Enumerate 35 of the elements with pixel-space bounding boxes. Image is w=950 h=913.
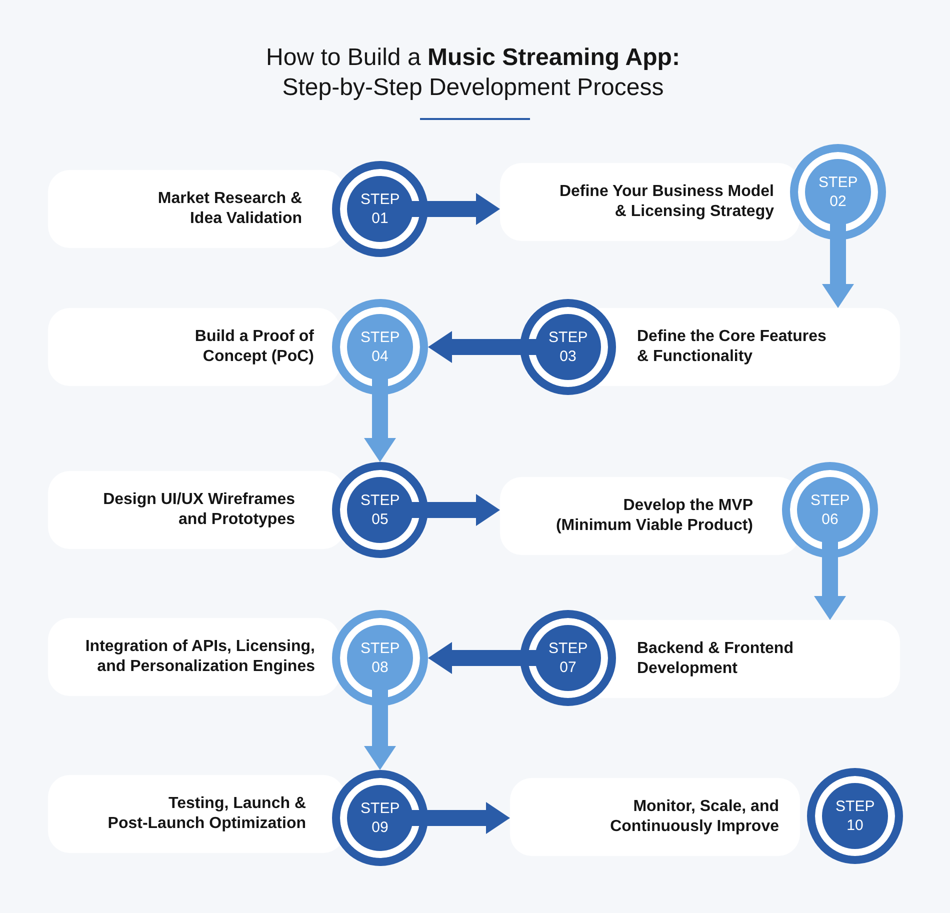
flow-arrow bbox=[822, 240, 854, 308]
flow-arrow bbox=[428, 331, 520, 363]
step-card bbox=[510, 778, 800, 856]
step-number: STEP 08 bbox=[360, 639, 400, 677]
step-title: Define the Core Features & Functionality bbox=[637, 327, 828, 367]
step-title: Integration of APIs, Licensing, and Personalization Engines bbox=[84, 637, 315, 677]
step-number: STEP 09 bbox=[360, 799, 400, 837]
step-number: STEP 05 bbox=[360, 491, 400, 529]
step-number: STEP 10 bbox=[836, 797, 874, 835]
step-title: Build a Proof of Concept (PoC) bbox=[194, 327, 314, 367]
flow-arrow bbox=[364, 395, 396, 462]
step-card bbox=[48, 308, 340, 386]
flow-arrow bbox=[428, 802, 510, 834]
step-number: STEP 07 bbox=[548, 639, 588, 677]
step-title: Market Research & Idea Validation bbox=[156, 189, 302, 229]
step-card bbox=[500, 163, 800, 241]
step-card bbox=[48, 775, 345, 853]
step-number: STEP 01 bbox=[360, 190, 400, 228]
step-card bbox=[48, 618, 340, 696]
step-title: Design UI/UX Wireframes and Prototypes bbox=[102, 490, 295, 530]
title: How to Build a Music Streaming App: Step-by-Step Development Process bbox=[265, 43, 681, 103]
flow-arrow bbox=[428, 193, 500, 225]
step-number: STEP 06 bbox=[810, 491, 850, 529]
step-title: Monitor, Scale, and Continuously Improve bbox=[609, 797, 779, 837]
flow-arrow bbox=[364, 706, 396, 770]
step-number: STEP 04 bbox=[360, 328, 400, 366]
flow-arrow bbox=[428, 494, 500, 526]
flow-arrow bbox=[814, 558, 846, 620]
step-title: Define Your Business Model & Licensing Strategy bbox=[558, 182, 774, 222]
step-number: STEP 02 bbox=[818, 173, 858, 211]
step-title: Backend & Frontend Development bbox=[637, 639, 794, 679]
step-number: STEP 03 bbox=[548, 328, 588, 366]
step-title: Develop the MVP (Minimum Viable Product) bbox=[554, 496, 753, 536]
flow-arrow bbox=[428, 642, 520, 674]
step-title: Testing, Launch & Post-Launch Optimization bbox=[106, 794, 306, 834]
